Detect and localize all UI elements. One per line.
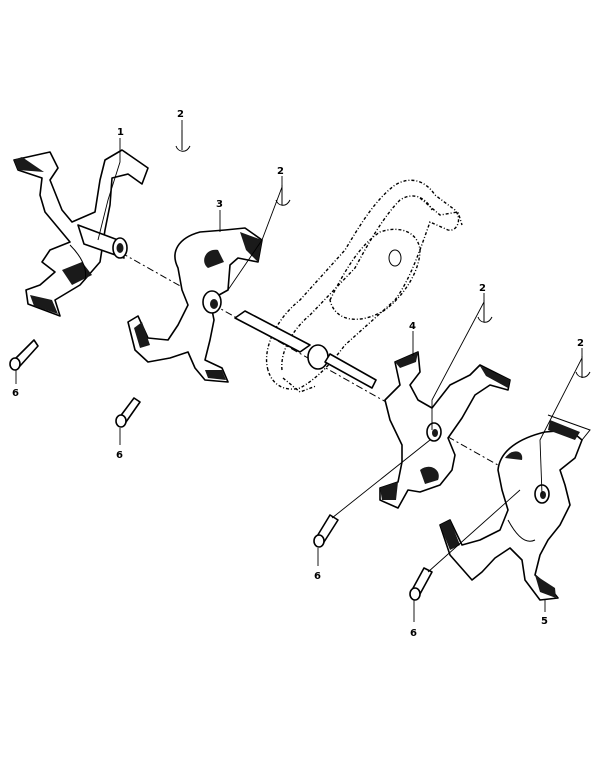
hairpin-clip-c	[477, 300, 493, 323]
hairpin-clip-a	[175, 130, 191, 152]
clevis-pin-c	[313, 514, 339, 548]
shaft-left-stub	[234, 310, 311, 353]
callout-part-5: 5	[541, 616, 548, 627]
shaft-right-stub	[324, 353, 377, 389]
callout-part-2: 2	[479, 283, 486, 294]
callout-part-4: 4	[409, 321, 416, 332]
callout-part-3: 3	[216, 199, 223, 210]
callout-part-6: 6	[12, 388, 19, 399]
housing-bolt-hole	[388, 249, 402, 267]
tine-assembly-1	[13, 149, 149, 317]
tine-assembly-5	[439, 414, 591, 601]
hairpin-clip-b	[275, 185, 291, 206]
transmission-housing	[234, 179, 463, 393]
callout-part-2: 2	[177, 109, 184, 120]
callout-part-2: 2	[577, 338, 584, 349]
callout-part-6: 6	[116, 450, 123, 461]
tine-4	[379, 351, 511, 509]
leader-lines	[15, 120, 583, 622]
shaft-hub	[307, 344, 329, 370]
clevis-pin-a	[9, 339, 39, 371]
callout-part-1: 1	[117, 127, 124, 138]
axle-centerline	[94, 237, 561, 501]
callout-part-6: 6	[410, 628, 417, 639]
callout-part-2: 2	[277, 166, 284, 177]
clevis-pin-b	[115, 397, 141, 428]
hairpin-clip-d	[575, 356, 591, 378]
callout-part-6: 6	[314, 571, 321, 582]
tine-3	[127, 227, 263, 383]
callout-labels: 1 2 2 2 2 3 4 5 6 6 6 6	[12, 109, 584, 639]
clevis-pin-d	[409, 567, 433, 601]
